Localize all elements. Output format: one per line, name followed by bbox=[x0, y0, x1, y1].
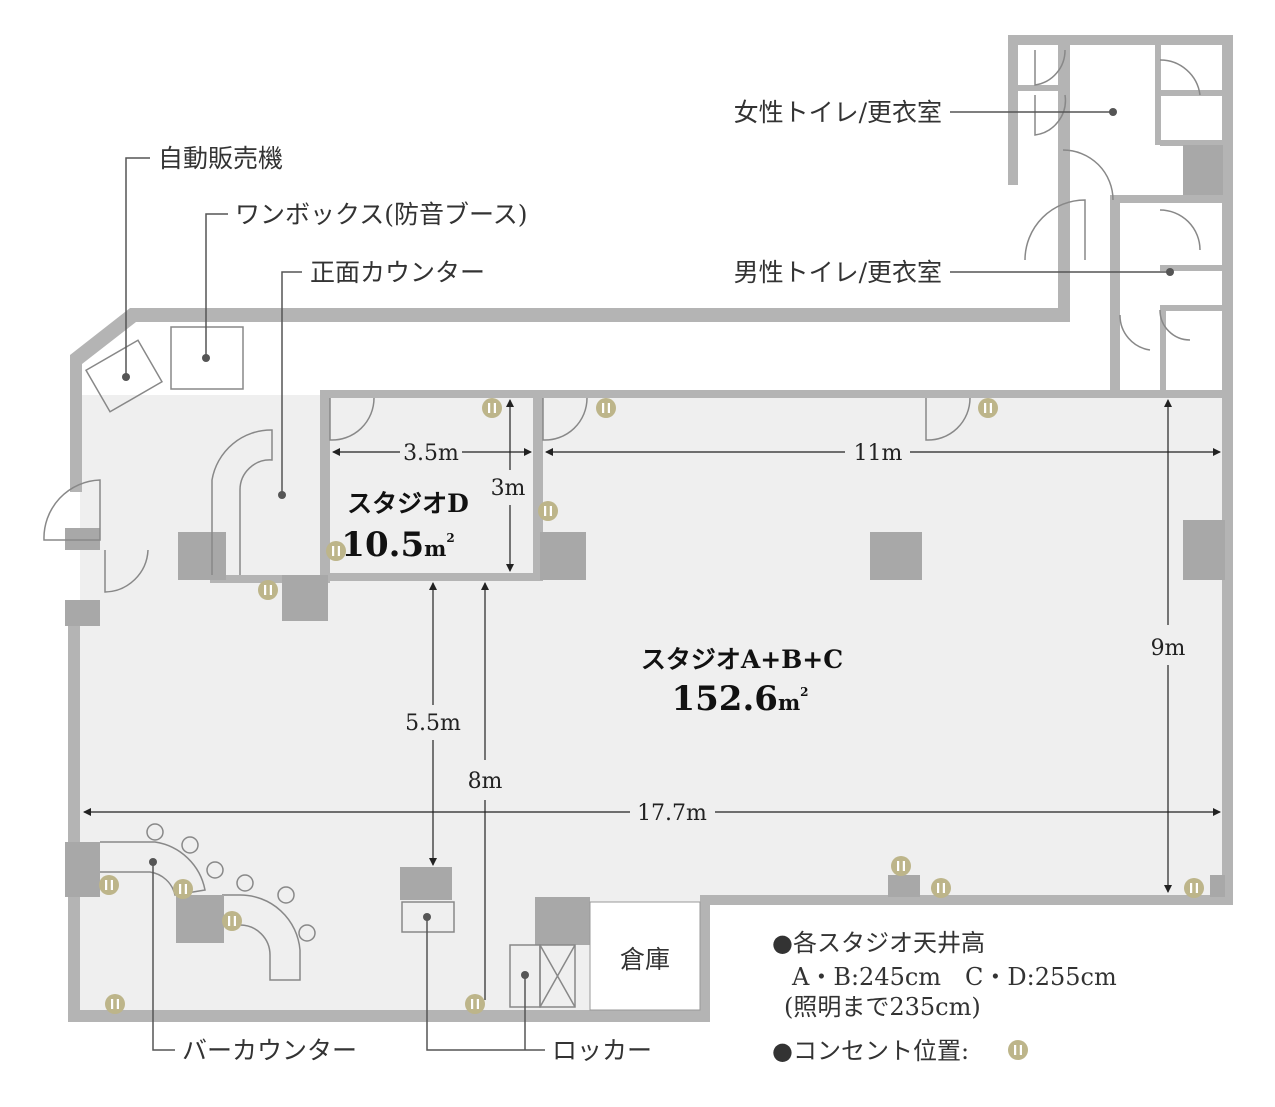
outlet-legend-icon bbox=[1008, 1040, 1028, 1060]
label-bar-counter: バーカウンター bbox=[182, 1036, 357, 1065]
label-men-toilet: 男性トイレ/更衣室 bbox=[734, 258, 942, 287]
dim-total-width: 17.7m bbox=[637, 801, 707, 826]
note-outlet-label: ●コンセント位置: bbox=[772, 1037, 969, 1065]
storage-label: 倉庫 bbox=[620, 945, 670, 974]
studio-abc-name: スタジオA+B+C bbox=[641, 645, 843, 674]
outlet-icon bbox=[1184, 878, 1204, 898]
note-ceiling-values: A・B:245cm C・D:255cm bbox=[791, 963, 1117, 991]
vending-machine bbox=[84, 339, 164, 413]
columns bbox=[65, 145, 1225, 945]
dimension-lines bbox=[83, 399, 1221, 1000]
callout-lines bbox=[125, 111, 1170, 1051]
dim-d-depth: 3m bbox=[491, 476, 526, 501]
dim-center-8: 8m bbox=[468, 769, 503, 794]
locker bbox=[401, 901, 455, 933]
label-onebox: ワンボックス(防音ブース) bbox=[235, 200, 528, 229]
front-counter bbox=[211, 429, 273, 575]
walls bbox=[68, 35, 1233, 1022]
outlet-icon bbox=[978, 398, 998, 418]
dim-center-5-5: 5.5m bbox=[405, 711, 461, 736]
label-women-toilet: 女性トイレ/更衣室 bbox=[734, 98, 942, 127]
outlet-icon bbox=[596, 398, 616, 418]
outlet-icon bbox=[482, 398, 502, 418]
bar-counter bbox=[100, 823, 316, 981]
callout-dots bbox=[122, 108, 1174, 979]
outlet-icon bbox=[258, 580, 278, 600]
label-locker: ロッカー bbox=[552, 1036, 652, 1065]
outlet-icon bbox=[891, 856, 911, 876]
outlet-icon bbox=[931, 878, 951, 898]
outlet-icon bbox=[173, 879, 193, 899]
outlet-icon bbox=[99, 875, 119, 895]
label-vending: 自動販売機 bbox=[158, 144, 283, 173]
outlet-icon bbox=[465, 994, 485, 1014]
dim-top-width: 11m bbox=[854, 441, 903, 466]
dim-d-width: 3.5m bbox=[403, 441, 459, 466]
storage-room bbox=[589, 901, 701, 1011]
outlet-icon bbox=[538, 501, 558, 521]
label-front-counter: 正面カウンター bbox=[310, 258, 485, 287]
outlet-icon bbox=[326, 541, 346, 561]
outlet-icon bbox=[105, 994, 125, 1014]
dim-right-height: 9m bbox=[1151, 636, 1186, 661]
onebox-booth bbox=[170, 326, 244, 390]
note-ceiling-lighting: (照明まで235cm) bbox=[784, 993, 981, 1021]
studio-abc-area: 152.6m2 bbox=[671, 679, 808, 719]
studio-d-area: 10.5m2 bbox=[341, 525, 454, 565]
doors bbox=[43, 49, 1201, 593]
outlet-icon bbox=[222, 911, 242, 931]
studio-d-name: スタジオD bbox=[347, 489, 469, 518]
note-ceiling-title: ●各スタジオ天井高 bbox=[772, 929, 985, 957]
